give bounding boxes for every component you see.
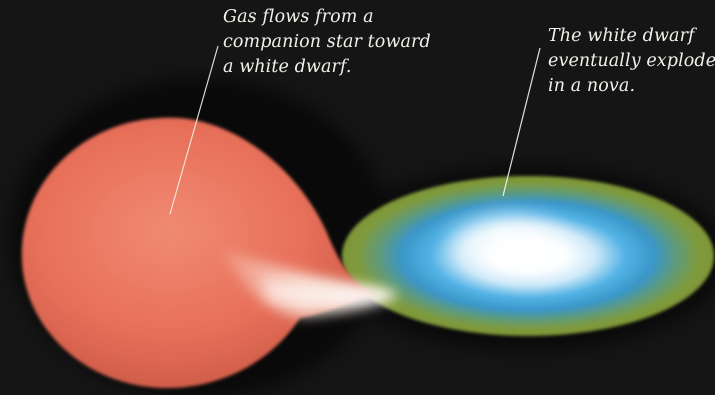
caption-line: companion star toward — [223, 30, 431, 55]
caption-line: in a nova. — [548, 74, 715, 99]
caption-line: The white dwarf — [548, 24, 715, 49]
white-dwarf-caption: The white dwarf eventually explodes in a… — [548, 24, 715, 99]
caption-line: Gas flows from a — [223, 5, 431, 30]
companion-caption: Gas flows from a companion star toward a… — [223, 5, 431, 80]
caption-line: eventually explodes — [548, 49, 715, 74]
accretion-disk — [342, 176, 714, 336]
caption-line: a white dwarf. — [223, 55, 431, 80]
